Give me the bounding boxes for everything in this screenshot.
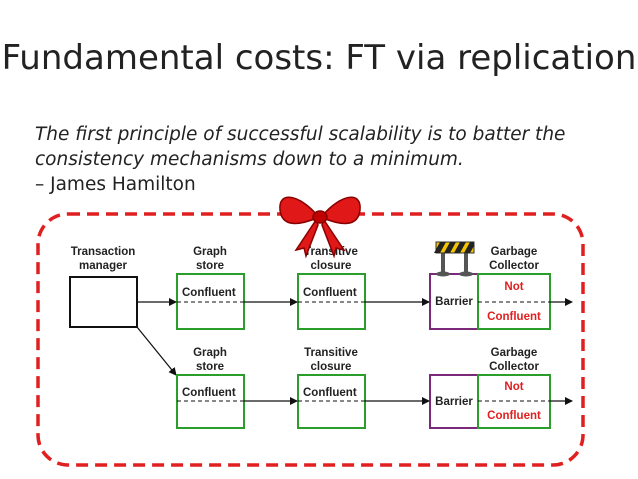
barricade-icon — [434, 241, 475, 277]
not-confluent-label-2: Confluent — [487, 410, 541, 422]
graph-store-box — [176, 374, 245, 429]
graph-store-label-2: store — [196, 361, 224, 373]
barrier-label: Barrier — [435, 396, 473, 408]
transitive-closure-label-2: closure — [311, 361, 352, 373]
transaction-manager-box — [69, 276, 138, 328]
graph-store-label-1: Graph — [193, 246, 227, 258]
not-confluent-label-1: Not — [504, 281, 523, 293]
quote-line-1: The first principle of successful scalab… — [35, 124, 566, 145]
confluent-label: Confluent — [182, 387, 236, 399]
confluent-label: Confluent — [303, 387, 357, 399]
garbage-collector-label-2: Collector — [489, 361, 539, 373]
tm-label-1: Transaction — [71, 246, 136, 258]
barrier-label: Barrier — [435, 296, 473, 308]
system-boundary — [36, 212, 585, 467]
transitive-closure-box — [297, 374, 366, 429]
garbage-collector-label-2: Collector — [489, 260, 539, 272]
confluent-label: Confluent — [303, 287, 357, 299]
slide-title: Fundamental costs: FT via replication — [1, 38, 637, 78]
quote-attribution: – James Hamilton — [35, 174, 196, 195]
transitive-closure-label-1: Transitive — [304, 347, 358, 359]
garbage-collector-label-1: Garbage — [491, 347, 538, 359]
tm-label-2: manager — [79, 260, 127, 272]
not-confluent-label-2: Confluent — [487, 311, 541, 323]
quote-line-2: consistency mechanisms down to a minimum… — [35, 149, 464, 170]
bow-icon — [279, 196, 361, 259]
arrow — [136, 326, 177, 376]
quote: The first principle of successful scalab… — [35, 122, 625, 197]
confluent-label: Confluent — [182, 287, 236, 299]
graph-store-label-2: store — [196, 260, 224, 272]
transitive-closure-label-1: Transitive — [304, 246, 358, 258]
transitive-closure-label-2: closure — [311, 260, 352, 272]
not-confluent-label-1: Not — [504, 381, 523, 393]
garbage-collector-label-1: Garbage — [491, 246, 538, 258]
graph-store-label-1: Graph — [193, 347, 227, 359]
